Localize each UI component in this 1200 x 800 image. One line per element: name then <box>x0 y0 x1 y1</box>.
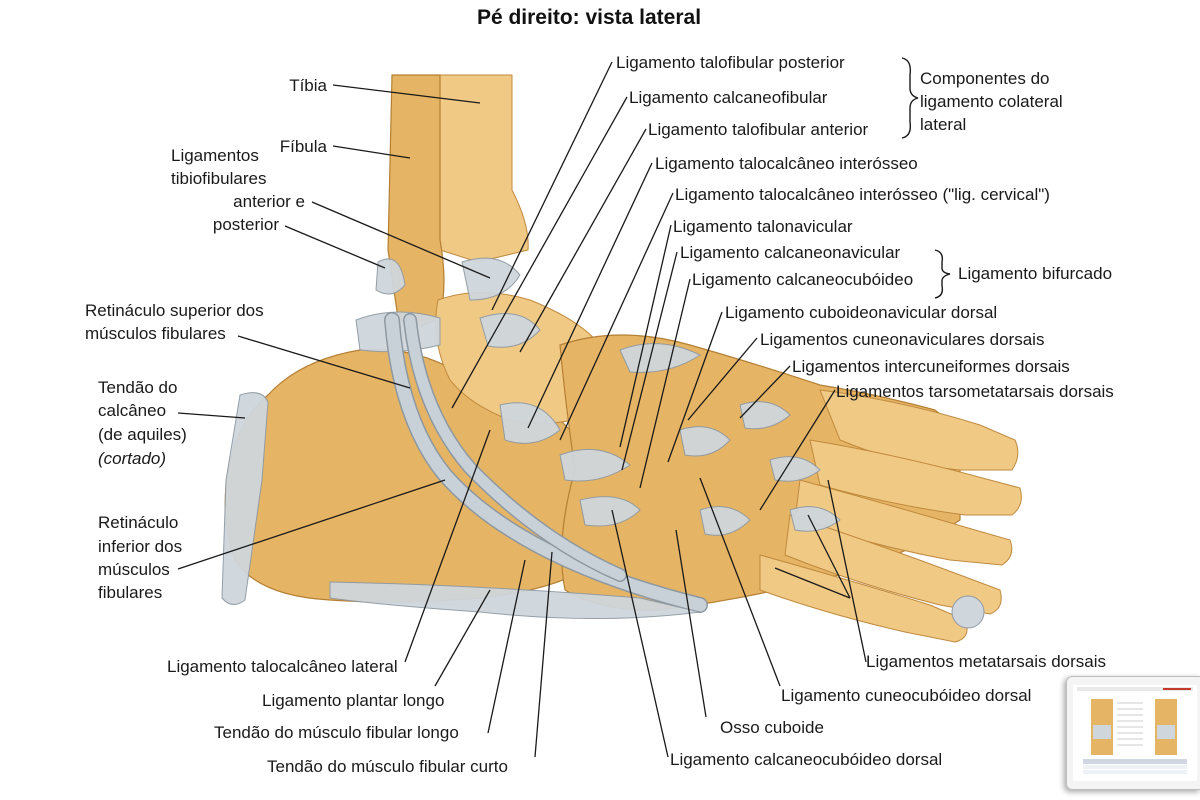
thumbnail-preview <box>1073 685 1197 781</box>
collateral-brace <box>901 57 919 139</box>
label-achilles-3: (de aquiles) <box>98 425 187 444</box>
label-talocalc-cervical: Ligamento talocalcâneo interósseo ("lig.… <box>675 185 1050 204</box>
label-talocalc-lateral: Ligamento talocalcâneo lateral <box>167 657 398 676</box>
label-talofib-ant: Ligamento talofibular anterior <box>648 120 869 139</box>
label-talocalc-interosseo: Ligamento talocalcâneo interósseo <box>655 154 918 173</box>
label-tibia: Tíbia <box>289 76 327 95</box>
label-fibula: Fíbula <box>280 137 328 156</box>
label-ret-sup-2: músculos fibulares <box>85 324 226 343</box>
label-componentes-1: Componentes do <box>920 69 1049 88</box>
label-calcaneonavicular: Ligamento calcaneonavicular <box>680 243 901 262</box>
label-cuneonaviculares: Ligamentos cuneonaviculares dorsais <box>760 330 1044 349</box>
label-achilles-1: Tendão do <box>98 378 177 397</box>
label-ret-inf-2: inferior dos <box>98 537 182 556</box>
foot-illustration <box>221 74 1022 643</box>
label-osso-cuboide: Osso cuboide <box>720 718 824 737</box>
label-talofib-post: Ligamento talofibular posterior <box>616 53 845 72</box>
label-tibiofib-3: anterior e <box>233 192 305 211</box>
label-ret-sup-1: Retináculo superior dos <box>85 301 264 320</box>
label-plantar-longo: Ligamento plantar longo <box>262 691 444 710</box>
label-calcaneocuboideo-dorsal: Ligamento calcaneocubóideo dorsal <box>670 750 942 769</box>
achilles-tendon <box>221 392 269 605</box>
label-cuneocuboideo: Ligamento cuneocubóideo dorsal <box>781 686 1031 705</box>
label-tibiofib-1: Ligamentos <box>171 146 259 165</box>
page-thumbnail[interactable] <box>1066 676 1200 790</box>
label-ret-inf-4: fibulares <box>98 583 162 602</box>
labels-bottom: Ligamento talocalcâneo lateral Ligamento… <box>167 652 1106 776</box>
label-tarsometatarsais: Ligamentos tarsometatarsais dorsais <box>836 382 1114 401</box>
label-tibiofib-4: posterior <box>213 215 279 234</box>
label-componentes-3: lateral <box>920 115 966 134</box>
labels-right: Ligamento talofibular posterior Ligament… <box>616 53 1114 401</box>
label-calcaneofib: Ligamento calcaneofibular <box>629 88 828 107</box>
label-talonavicular: Ligamento talonavicular <box>673 217 853 236</box>
label-tendao-fib-curto: Tendão do músculo fibular curto <box>267 757 508 776</box>
label-bifurcado: Ligamento bifurcado <box>958 264 1112 283</box>
label-achilles-4: (cortado) <box>98 449 166 468</box>
label-achilles-2: calcâneo <box>98 401 166 420</box>
leader-lines <box>177 61 867 758</box>
label-calcaneocuboideo: Ligamento calcaneocubóideo <box>692 270 913 289</box>
labels-left: Tíbia Fíbula Ligamentos tibiofibulares a… <box>85 76 328 602</box>
label-ret-inf-3: músculos <box>98 560 170 579</box>
label-tibiofib-2: tibiofibulares <box>171 169 266 188</box>
thumbnail-image <box>1073 685 1197 781</box>
label-tendao-fib-longo: Tendão do músculo fibular longo <box>214 723 459 742</box>
label-componentes-2: ligamento colateral <box>920 92 1063 111</box>
label-cuboideonavicular: Ligamento cuboideonavicular dorsal <box>725 303 997 322</box>
label-ret-inf-1: Retináculo <box>98 513 178 532</box>
label-metatarsais-dorsais: Ligamentos metatarsais dorsais <box>866 652 1106 671</box>
diagram-title: Pé direito: vista lateral <box>477 6 701 29</box>
label-intercuneiformes: Ligamentos intercuneiformes dorsais <box>792 357 1070 376</box>
bifurcate-brace <box>934 249 951 299</box>
